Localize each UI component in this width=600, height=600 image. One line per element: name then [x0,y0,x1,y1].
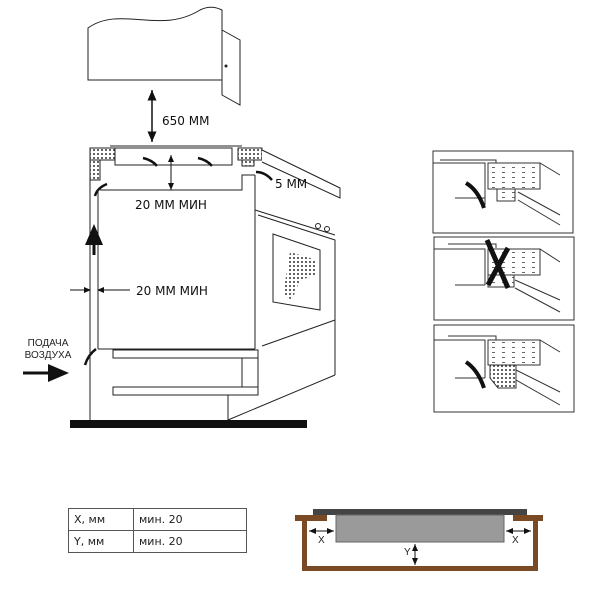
value-cell: мин. 20 [133,530,247,553]
table-row: X, мм мин. 20 [68,508,247,531]
side-gap-label: 5 MM [275,177,307,191]
x-right-label: X [512,535,519,546]
detail-panel-correct-2 [433,324,575,413]
detail-panel-correct-1 [432,150,574,234]
detail-panel-incorrect [433,236,575,321]
param-cell: X, мм [68,508,134,531]
air-intake-label-2: ВОЗДУХА [25,350,72,361]
table-row: Y, мм мин. 20 [68,530,247,553]
airflow-arrows [83,156,273,366]
wall-gap-label: 20 MM МИН [136,284,208,298]
oven-window-reflection [283,252,317,300]
x-left-label: X [318,535,325,546]
floor [70,420,307,428]
upper-cabinet [87,6,241,106]
cabinet-walls [89,148,336,421]
section-diagram [295,509,543,571]
value-cell: мин. 20 [133,508,247,531]
param-cell: Y, мм [68,530,134,553]
air-intake-label-1: ПОДАЧА [28,338,69,349]
y-label: Y [404,547,411,558]
spec-table: X, мм мин. 20 Y, мм мин. 20 [68,508,247,553]
clearance-650-label: 650 MM [162,114,209,128]
hob-gap-label: 20 MM МИН [135,198,207,212]
